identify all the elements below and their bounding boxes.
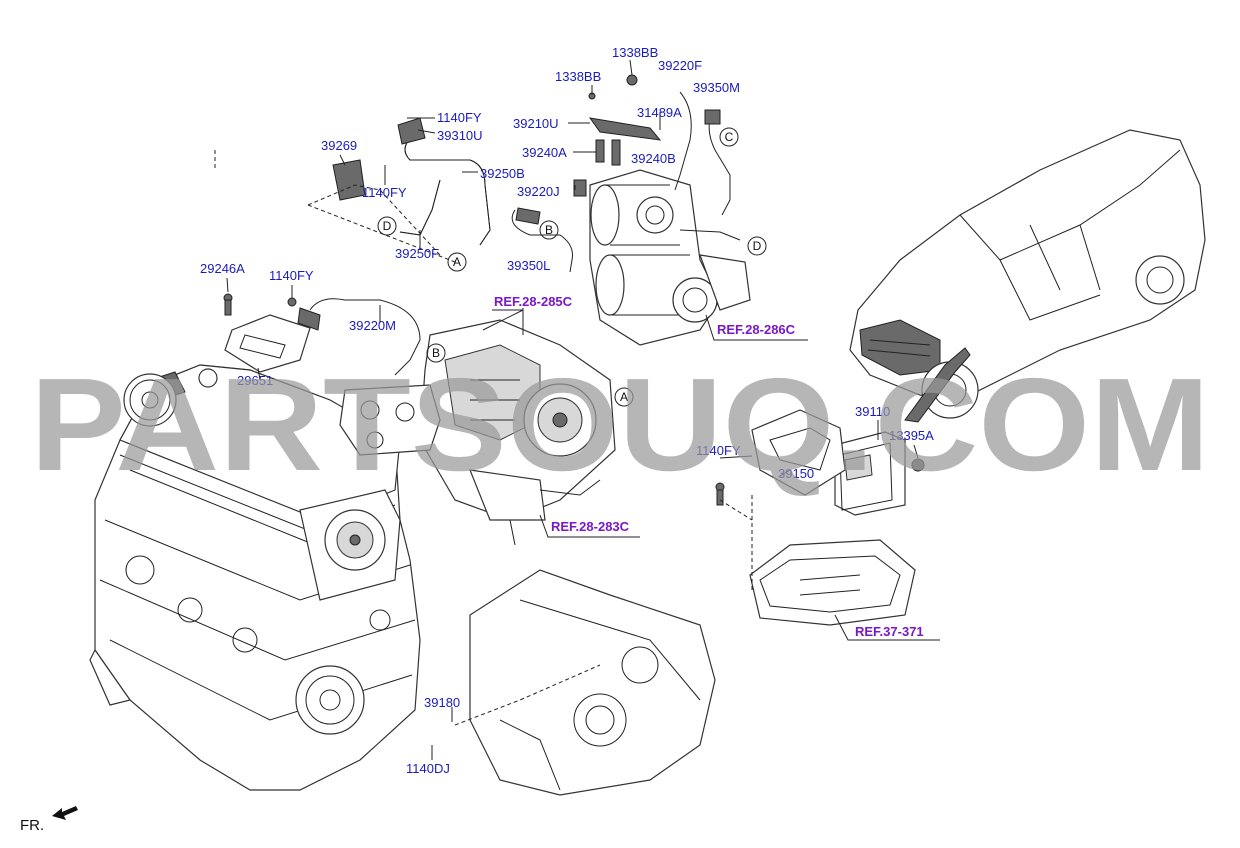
callout-B-2: B bbox=[432, 346, 440, 360]
dpf-catalyst-illustration bbox=[589, 169, 751, 346]
ref-28-283C[interactable]: REF.28-283C bbox=[551, 519, 630, 534]
label-39350M[interactable]: 39350M bbox=[693, 80, 740, 95]
label-13395A[interactable]: 13395A bbox=[889, 428, 934, 443]
label-1140DJ[interactable]: 1140DJ bbox=[406, 761, 450, 776]
reference-labels: REF.28-285C REF.28-286C REF.28-283C REF.… bbox=[494, 294, 924, 639]
callout-B-1: B bbox=[545, 223, 553, 237]
fr-label: FR. bbox=[20, 817, 44, 834]
label-39269[interactable]: 39269 bbox=[321, 138, 357, 153]
label-1338BB-top[interactable]: 1338BB bbox=[612, 45, 658, 60]
label-39310U[interactable]: 39310U bbox=[437, 128, 483, 143]
ref-28-286C[interactable]: REF.28-286C bbox=[717, 322, 796, 337]
label-39240A[interactable]: 39240A bbox=[522, 145, 567, 160]
bracket-29651 bbox=[223, 293, 311, 373]
hoses-and-sensors bbox=[297, 74, 731, 376]
label-1140FY-right[interactable]: 1140FY bbox=[696, 443, 741, 458]
ref-37-371[interactable]: REF.37-371 bbox=[855, 624, 924, 639]
label-39180[interactable]: 39180 bbox=[424, 695, 460, 710]
label-39110[interactable]: 39110 bbox=[855, 404, 890, 419]
label-1140FY-left[interactable]: 1140FY bbox=[269, 268, 314, 283]
label-39220M[interactable]: 39220M bbox=[349, 318, 396, 333]
watermark-text: PARTSOUQ.COM bbox=[30, 351, 1210, 498]
label-39250F[interactable]: 39250F bbox=[395, 246, 439, 261]
battery-tray bbox=[749, 539, 916, 626]
callout-circles: A A B B C D D bbox=[377, 127, 767, 407]
callout-A-2: A bbox=[620, 390, 628, 404]
callout-A-1: A bbox=[453, 255, 461, 269]
timing-cover bbox=[299, 489, 401, 601]
fr-arrow-icon bbox=[52, 806, 78, 820]
label-39210U[interactable]: 39210U bbox=[513, 116, 559, 131]
ecu-bracket-39150 bbox=[715, 409, 846, 506]
label-39350L[interactable]: 39350L bbox=[507, 258, 550, 273]
engine-block-illustration bbox=[89, 364, 421, 791]
front-orientation-indicator: FR. bbox=[20, 806, 78, 834]
label-39220F[interactable]: 39220F bbox=[658, 58, 702, 73]
callout-D-2: D bbox=[753, 239, 762, 253]
label-31489A[interactable]: 31489A bbox=[637, 105, 682, 120]
crank-pulley bbox=[295, 665, 365, 735]
label-39220J[interactable]: 39220J bbox=[517, 184, 560, 199]
turbo-exhaust-illustration bbox=[339, 319, 616, 546]
label-39240B[interactable]: 39240B bbox=[631, 151, 676, 166]
label-29651[interactable]: 29651 bbox=[237, 373, 273, 388]
transmission-illustration bbox=[469, 569, 716, 796]
label-1140FY-top[interactable]: 1140FY bbox=[437, 110, 482, 125]
ref-28-285C[interactable]: REF.28-285C bbox=[494, 294, 573, 309]
label-1140FY-mid[interactable]: 1140FY bbox=[362, 185, 407, 200]
label-39150[interactable]: 39150 bbox=[778, 466, 814, 481]
label-29246A[interactable]: 29246A bbox=[200, 261, 245, 276]
engine-gear bbox=[123, 373, 177, 427]
ecu-39110 bbox=[834, 431, 925, 516]
vehicle-illustration bbox=[849, 129, 1206, 423]
label-39250B[interactable]: 39250B bbox=[480, 166, 525, 181]
callout-D-1: D bbox=[383, 219, 392, 233]
part-labels: 1338BB 1338BB 39220F 39350M 31489A 39210… bbox=[200, 45, 934, 776]
label-1338BB[interactable]: 1338BB bbox=[555, 69, 601, 84]
callout-C: C bbox=[725, 130, 734, 144]
